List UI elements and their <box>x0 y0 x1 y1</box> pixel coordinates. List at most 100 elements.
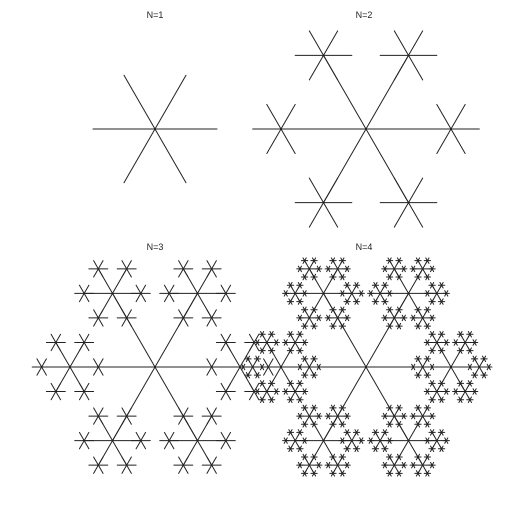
fractal-branch-line <box>93 415 99 425</box>
fractal-branch-line <box>304 421 307 425</box>
fractal-branch-line <box>332 453 336 458</box>
fractal-branch-line <box>483 371 487 376</box>
fractal-branch-line <box>211 415 217 425</box>
fractal-branch-line <box>417 306 421 311</box>
fractal-branch-line <box>266 103 282 130</box>
fractal-branch-line <box>346 461 350 466</box>
fractal-branch-line <box>280 103 296 130</box>
fractal-branch-line <box>398 273 402 278</box>
fractal-branch-line <box>253 341 260 352</box>
fractal-branch-line <box>384 412 387 417</box>
fractal-branch-line <box>313 421 317 425</box>
fractal-branch-line <box>304 371 307 376</box>
fractal-branch-line <box>97 317 104 327</box>
fractal-branch-line <box>93 456 99 466</box>
fractal-branch-line <box>280 128 296 155</box>
fractal-branch-line <box>206 415 213 425</box>
fractal-branch-line <box>289 281 293 286</box>
fractal-branch-line <box>389 404 392 409</box>
fractal-branch-line <box>135 284 142 294</box>
fractal-branch-line <box>299 380 302 384</box>
fractal-branch-line <box>211 317 217 327</box>
fractal-branch-line <box>206 464 213 474</box>
fractal-branch-line <box>474 339 477 343</box>
fractal-branch-line <box>271 347 274 352</box>
fractal-branch-line <box>426 273 430 278</box>
fractal-branch-line <box>318 412 321 417</box>
fractal-branch-line <box>140 440 147 450</box>
fractal-branch-line <box>97 260 104 270</box>
fractal-branch-line <box>93 268 99 278</box>
fractal-branch-line <box>426 453 430 458</box>
fractal-branch-line <box>313 453 317 458</box>
fractal-branch-line <box>389 257 392 262</box>
fractal-branch-line <box>488 363 491 368</box>
fractal-branch-line <box>356 298 359 303</box>
panel-title-n3: N=3 <box>146 242 164 252</box>
fractal-branch-line <box>389 453 392 458</box>
fractal-branch-line <box>126 464 132 474</box>
snowflake-fractal-n1 <box>92 74 218 184</box>
fractal-branch-line <box>431 281 435 286</box>
fractal-branch-line <box>346 429 350 433</box>
fractal-branch-line <box>163 440 170 450</box>
fractal-branch-line <box>323 54 339 81</box>
fractal-branch-line <box>445 339 449 343</box>
fractal-branch-line <box>356 429 359 433</box>
fractal-branch-line <box>248 341 255 352</box>
fractal-branch-line <box>341 273 345 278</box>
fractal-branch-line <box>121 317 128 327</box>
fractal-branch-line <box>441 396 444 401</box>
fractal-branch-line <box>469 380 472 384</box>
fractal-branch-line <box>308 54 324 81</box>
fractal-branch-line <box>398 453 402 458</box>
fractal-branch-line <box>36 366 43 376</box>
fractal-branch-line <box>445 290 449 294</box>
fractal-branch-line <box>346 445 350 450</box>
fractal-branch-line <box>50 391 57 401</box>
fractal-branch-line <box>327 461 331 466</box>
fractal-branch-line <box>178 260 184 270</box>
fractal-branch-line <box>408 30 424 56</box>
fractal-branch-line <box>417 371 421 376</box>
fractal-branch-line <box>140 292 147 303</box>
fractal-branch-line <box>332 273 336 278</box>
fractal-branch-line <box>304 322 307 327</box>
fractal-branch-line <box>346 265 350 270</box>
fractal-branch-line <box>299 429 302 433</box>
fractal-branch-line <box>327 412 331 417</box>
fractal-branch-line <box>318 363 321 368</box>
fractal-branch-line <box>370 437 373 442</box>
fractal-branch-line <box>417 257 421 262</box>
fractal-branch-line <box>178 317 184 327</box>
fractal-branch-line <box>225 333 232 343</box>
fractal-branch-line <box>459 347 463 352</box>
fractal-branch-line <box>398 404 402 409</box>
fractal-branch-line <box>304 355 307 360</box>
fractal-branch-line <box>426 339 430 343</box>
fractal-branch-line <box>182 415 189 425</box>
fractal-branch-line <box>83 292 90 303</box>
fractal-branch-line <box>341 421 345 425</box>
fractal-branch-line <box>93 358 99 368</box>
fractal-branch-line <box>455 339 458 343</box>
fractal-branch-line <box>431 298 435 303</box>
fractal-branch-line <box>313 273 317 278</box>
fractal-branch-line <box>389 273 392 278</box>
fractal-branch-line <box>97 366 104 376</box>
fractal-branch-line <box>412 265 416 270</box>
fractal-branch-line <box>408 202 424 228</box>
fractal-branch-line <box>253 391 260 401</box>
fractal-branch-line <box>374 429 378 433</box>
fractal-branch-line <box>389 421 392 425</box>
fractal-branch-line <box>93 309 99 319</box>
fractal-branch-line <box>55 341 62 352</box>
fractal-branch-line <box>126 407 132 417</box>
fractal-branch-line <box>285 339 288 343</box>
fractal-branch-line <box>178 268 184 278</box>
fractal-branch-line <box>346 281 350 286</box>
fractal-branch-line <box>220 431 227 442</box>
fractal-branch-line <box>384 281 387 286</box>
fractal-branch-line <box>123 128 156 184</box>
fractal-branch-line <box>299 363 302 368</box>
